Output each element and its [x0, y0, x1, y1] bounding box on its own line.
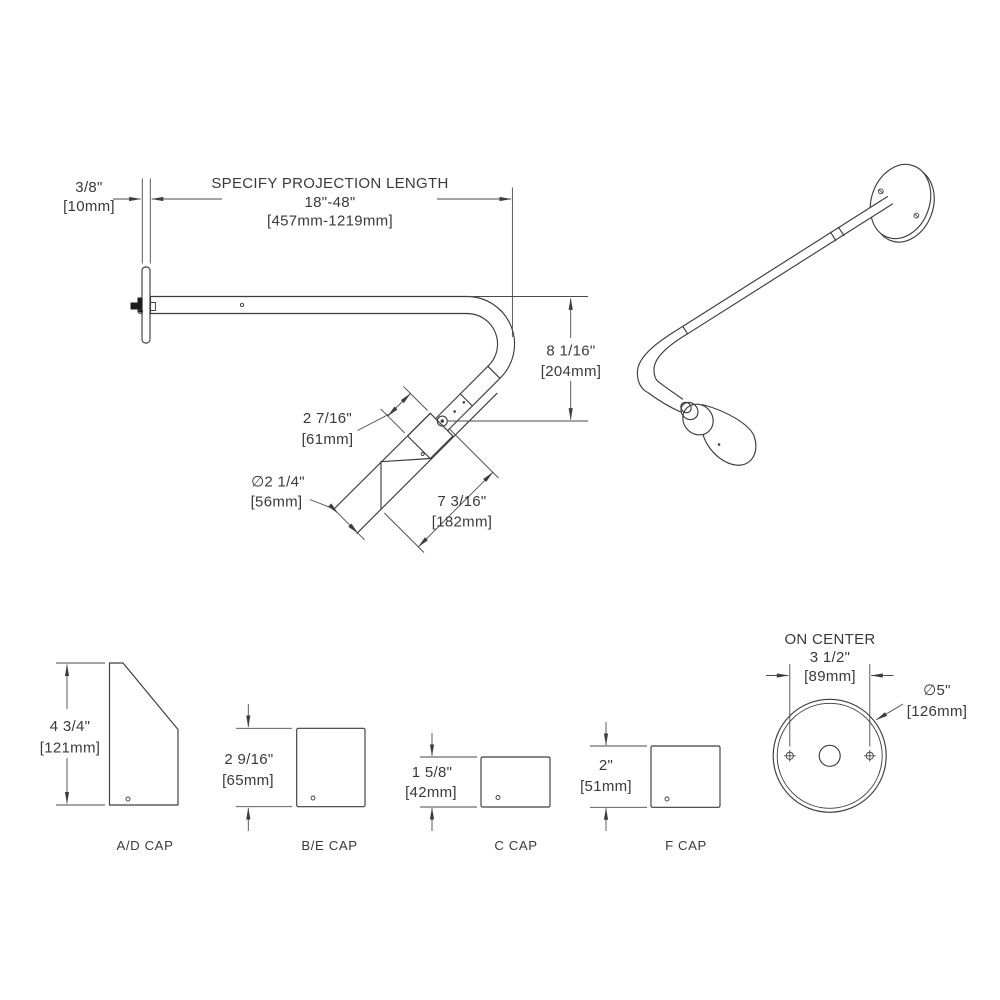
angled-tube-section — [407, 365, 502, 460]
projection-range-mm-label: [457mm-1219mm] — [267, 213, 393, 230]
tube-collar-tick — [829, 231, 837, 242]
ad-dim-mm-label: [121mm] — [40, 740, 100, 757]
c-cap-label: C CAP — [494, 838, 537, 853]
drop-in-label: 8 1/16" — [546, 343, 595, 360]
cap-screw-dot — [495, 795, 501, 800]
arrowhead — [348, 523, 359, 534]
tube-collar-tick — [837, 226, 845, 237]
fitter-dia-mm-label: [56mm] — [251, 494, 303, 511]
fitter-dia-in-label: ∅2 1/4" — [251, 474, 305, 491]
ad-cap-label: A/D CAP — [117, 838, 174, 853]
pivot-screw — [436, 415, 448, 427]
be-cap-label: B/E CAP — [301, 838, 357, 853]
isometric-view — [636, 163, 935, 466]
c-dim-mm-label: [42mm] — [405, 784, 457, 801]
projection-range-in-label: 18"-48" — [304, 194, 355, 211]
head-length-dim — [417, 472, 494, 548]
ext-line — [403, 386, 428, 411]
tube-end-ring-iso — [680, 401, 699, 421]
ext-line — [448, 428, 499, 479]
wall-plate-face — [869, 163, 932, 240]
plate-screw — [877, 188, 884, 195]
cap-screw-dot — [125, 796, 131, 802]
head-length-mm-label: [182mm] — [432, 514, 492, 531]
diameter-leader — [875, 703, 904, 721]
c-dim-in-label: 1 5/8" — [412, 764, 453, 781]
plate-screw — [913, 212, 920, 219]
bend-inner — [466, 312, 499, 367]
shade-edge-right — [356, 392, 498, 534]
plate-dia-in-label: ∅5" — [923, 682, 951, 699]
cap-screw-dot — [310, 795, 316, 801]
ext-line — [380, 408, 406, 434]
be-cap-outline — [296, 727, 366, 808]
arrowhead — [328, 503, 339, 514]
cap-profile-f: 2" [51mm] F CAP — [580, 722, 721, 853]
cap-screw-dot — [420, 452, 425, 456]
fitter-ring-iso — [682, 403, 714, 436]
oncenter-label: ON CENTER — [784, 631, 875, 648]
bend-iso-inner — [653, 333, 689, 400]
be-dim-in-label: 2 9/16" — [224, 751, 273, 768]
wall-plate-edge — [141, 266, 151, 344]
arm-tube-iso-edge — [682, 196, 888, 327]
thickness-in-label: 3/8" — [75, 179, 102, 196]
f-cap-label: F CAP — [665, 838, 707, 853]
cap-screw-dot — [664, 796, 670, 802]
cap-length-mm-label: [61mm] — [302, 431, 354, 448]
cap-fitter-square — [407, 412, 454, 460]
head-length-in-label: 7 3/16" — [437, 493, 486, 510]
mounting-plate-view: ON CENTER 3 1/2" [89mm] ∅5" [126mm] — [766, 631, 967, 813]
f-dim-in-label: 2" — [599, 757, 613, 774]
ad-cap-outline — [108, 662, 179, 806]
elevation-view: 3/8" [10mm] SPECIFY PROJECTION LENGTH 18… — [63, 175, 601, 553]
plate-dia-mm-label: [126mm] — [907, 703, 967, 720]
drop-mm-label: [204mm] — [541, 363, 601, 380]
shade-iso — [701, 403, 757, 466]
be-dim-mm-label: [65mm] — [222, 772, 274, 789]
arm-screw-dot — [239, 302, 245, 308]
f-cap-outline — [650, 745, 721, 808]
f-dim-mm-label: [51mm] — [580, 778, 632, 795]
arm-tube — [149, 295, 468, 315]
cap-length-dim — [387, 393, 411, 417]
cap-length-in-label: 2 7/16" — [303, 410, 352, 427]
bend-outer — [466, 295, 516, 379]
cap-profile-ad: 4 3/4" [121mm] A/D CAP — [40, 662, 179, 853]
arm-tube-iso-fill — [682, 196, 893, 334]
tube-bore-iso — [680, 401, 692, 414]
plate-outer-circle — [772, 698, 887, 813]
fitter-dia-dim — [333, 508, 365, 541]
cap-profile-c: 1 5/8" [42mm] C CAP — [405, 733, 551, 853]
plate-inner-circle — [776, 702, 883, 809]
oncenter-mm-label: [89mm] — [804, 668, 856, 685]
leader-line — [357, 412, 392, 431]
cap-profile-be: 2 9/16" [65mm] B/E CAP — [222, 704, 366, 853]
ad-dim-in-label: 4 3/4" — [50, 718, 91, 735]
c-cap-outline — [480, 756, 551, 808]
mounting-screw — [130, 297, 143, 313]
bend-iso-outer — [636, 325, 684, 413]
screw-washer — [137, 308, 144, 315]
thickness-mm-label: [10mm] — [63, 198, 115, 215]
arm-tube-iso-edge — [687, 203, 893, 335]
projection-label: SPECIFY PROJECTION LENGTH — [211, 175, 448, 192]
center-hole — [818, 744, 841, 767]
ext-line — [384, 512, 425, 553]
shade-top-edge — [380, 457, 431, 463]
oncenter-in-label: 3 1/2" — [810, 649, 851, 666]
set-screw-notch — [150, 302, 156, 311]
shade-screw-dot — [717, 443, 721, 446]
